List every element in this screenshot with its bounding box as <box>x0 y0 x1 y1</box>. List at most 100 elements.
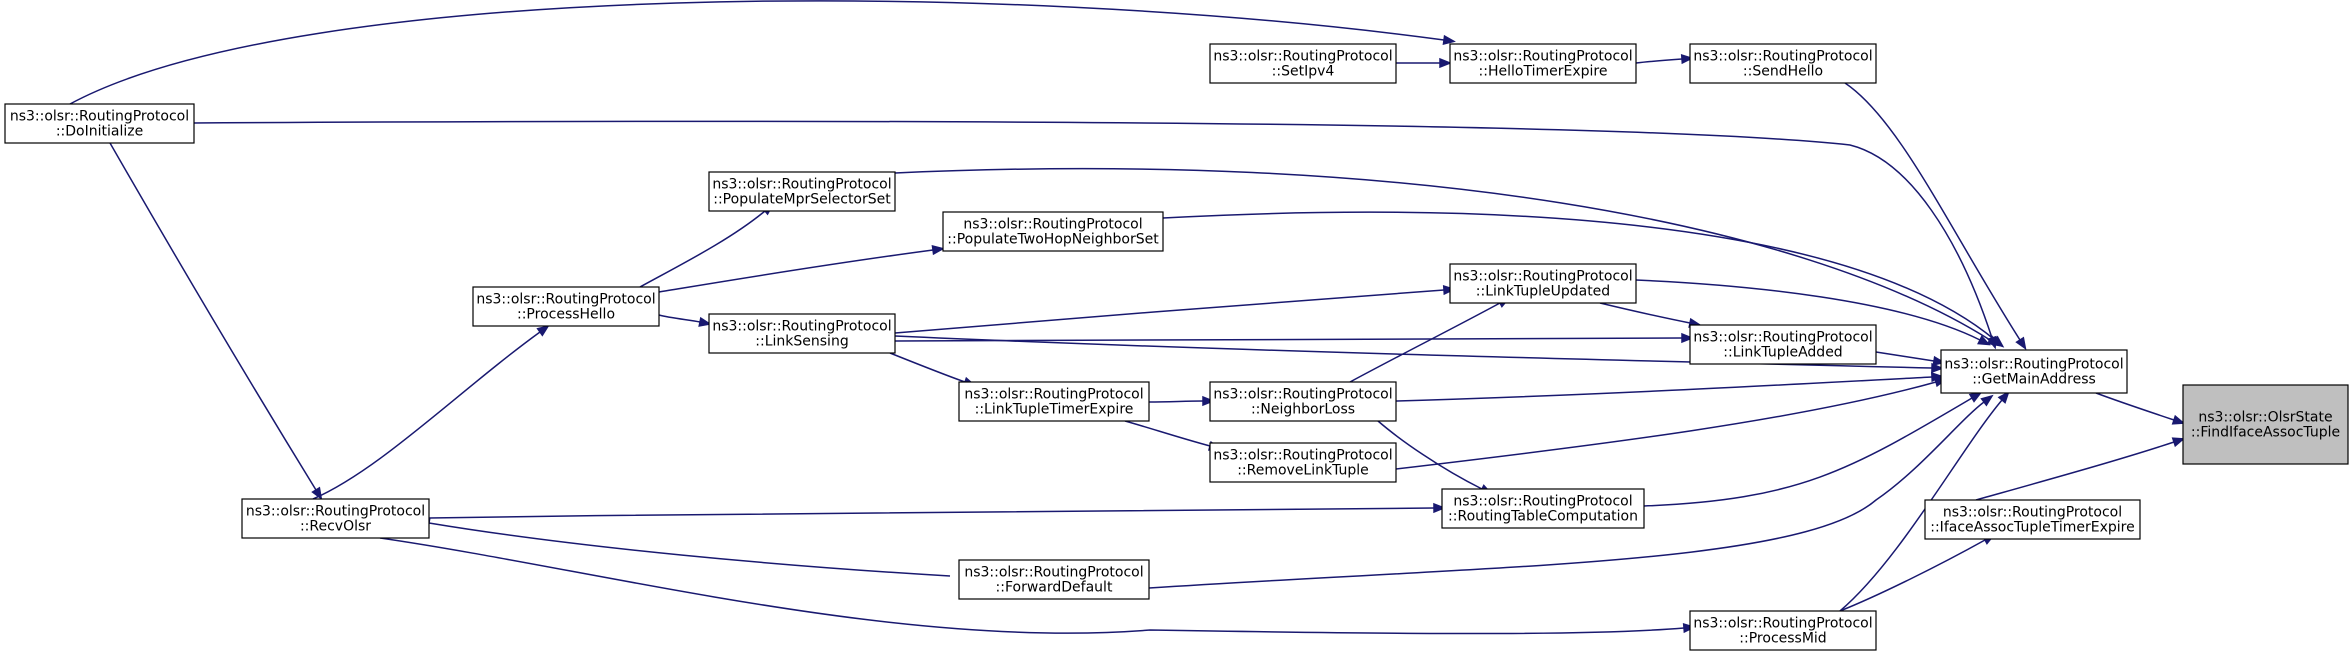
edge-line <box>1635 58 1683 64</box>
node-find-iface-assoc-tuple[interactable]: ns3::olsr::OlsrState::FindIfaceAssocTupl… <box>2182 384 2349 465</box>
edge-arrowhead <box>2015 336 2027 351</box>
node-populate-mpr-selector-set[interactable]: ns3::olsr::RoutingProtocol::PopulateMprS… <box>708 171 896 212</box>
node-box <box>472 286 660 327</box>
edge-neighbor_loss-to-link_tuple_updated <box>894 284 1456 334</box>
node-box <box>2182 384 2349 465</box>
node-set-ipv4[interactable]: ns3::olsr::RoutingProtocol::SetIpv4 <box>1209 43 1397 84</box>
edge-arrowhead <box>1442 34 1456 45</box>
edge-arrowhead <box>311 486 323 501</box>
node-hello-timer-expire[interactable]: ns3::olsr::RoutingProtocol::HelloTimerEx… <box>1449 43 1637 84</box>
node-method-label: ::ProcessMid <box>1739 631 1826 647</box>
node-box <box>958 559 1150 600</box>
node-method-label: ::SetIpv4 <box>1272 64 1335 80</box>
edge-process_mid-to-iface_assoc_tuple_timer_expire <box>1839 534 1996 612</box>
node-neighbor-loss[interactable]: ns3::olsr::RoutingProtocol::NeighborLoss <box>1209 381 1397 422</box>
edge-arrowhead <box>1968 391 1983 403</box>
edge-arrowhead <box>1202 395 1216 407</box>
edge-line <box>1975 441 2175 501</box>
edge-arrowhead <box>1681 332 1695 344</box>
node-method-label: ::PopulateTwoHopNeighborSet <box>947 232 1159 248</box>
node-namespace-label: ns3::olsr::RoutingProtocol <box>1693 49 1872 65</box>
node-method-label: ::LinkTupleAdded <box>1723 345 1842 361</box>
edge-arrowhead <box>1439 57 1453 69</box>
node-box <box>958 381 1150 422</box>
node-namespace-label: ns3::olsr::RoutingProtocol <box>1944 357 2123 373</box>
node-box <box>1689 43 1877 84</box>
edge-line <box>109 142 317 491</box>
edge-recv_olsr-to-routing_table_computation <box>428 502 1447 519</box>
node-recv-olsr[interactable]: ns3::olsr::RoutingProtocol::RecvOlsr <box>241 498 430 539</box>
edge-do_initialize-to-hello_timer_expire <box>69 0 1456 105</box>
edge-line <box>894 337 1683 342</box>
node-method-label: ::LinkTupleTimerExpire <box>975 402 1134 418</box>
node-method-label: ::RoutingTableComputation <box>1448 509 1638 525</box>
node-method-label: ::IfaceAssocTupleTimerExpire <box>1930 520 2134 536</box>
node-namespace-label: ns3::olsr::RoutingProtocol <box>1213 387 1392 403</box>
edge-line <box>1377 420 1483 490</box>
node-link-sensing[interactable]: ns3::olsr::RoutingProtocol::LinkSensing <box>708 313 896 354</box>
edge-arrowhead <box>2171 437 2186 448</box>
edges-layer <box>69 0 2186 635</box>
node-method-label: ::ForwardDefault <box>996 580 1113 596</box>
node-do-initialize[interactable]: ns3::olsr::RoutingProtocol::DoInitialize <box>4 103 195 144</box>
node-box <box>4 103 195 144</box>
node-namespace-label: ns3::olsr::RoutingProtocol <box>1453 269 1632 285</box>
node-box <box>708 171 896 212</box>
node-namespace-label: ns3::olsr::RoutingProtocol <box>1693 616 1872 632</box>
edge-line <box>1839 539 1986 612</box>
edge-link_sensing-to-link_tuple_updated <box>1635 279 1991 346</box>
edge-line <box>1162 211 1996 341</box>
edge-routing_table_computation-to-get_main_address <box>1643 391 1983 507</box>
node-box <box>241 498 430 539</box>
edge-arrowhead <box>1997 390 2010 404</box>
edge-line <box>1349 302 1501 383</box>
node-method-label: ::NeighborLoss <box>1251 402 1355 418</box>
node-process-hello[interactable]: ns3::olsr::RoutingProtocol::ProcessHello <box>472 286 660 327</box>
edge-line <box>1148 401 1985 589</box>
node-send-hello[interactable]: ns3::olsr::RoutingProtocol::SendHello <box>1689 43 1877 84</box>
node-namespace-label: ns3::olsr::RoutingProtocol <box>1943 505 2122 521</box>
node-method-label: ::LinkSensing <box>755 334 848 350</box>
node-namespace-label: ns3::olsr::RoutingProtocol <box>963 217 1142 233</box>
node-box <box>1449 43 1637 84</box>
node-process-mid[interactable]: ns3::olsr::RoutingProtocol::ProcessMid <box>1689 610 1877 651</box>
node-method-label: ::HelloTimerExpire <box>1479 64 1608 80</box>
node-remove-link-tuple[interactable]: ns3::olsr::RoutingProtocol::RemoveLinkTu… <box>1209 442 1397 483</box>
node-iface-assoc-tuple-timer-expire[interactable]: ns3::olsr::RoutingProtocol::IfaceAssocTu… <box>1924 499 2141 540</box>
node-method-label: ::RecvOlsr <box>300 519 371 535</box>
edge-line <box>894 289 1445 334</box>
edge-line <box>1148 400 1204 403</box>
node-box <box>1209 442 1397 483</box>
node-get-main-address[interactable]: ns3::olsr::RoutingProtocol::GetMainAddre… <box>1940 349 2128 394</box>
edge-line <box>312 331 541 500</box>
node-forward-default[interactable]: ns3::olsr::RoutingProtocol::ForwardDefau… <box>958 559 1150 600</box>
edge-line <box>1635 279 1981 341</box>
node-box <box>1689 610 1877 651</box>
edge-link_sensing-to-get_main_address <box>1844 82 2027 351</box>
edge-recv_olsr-to-process_mid <box>379 537 1696 635</box>
nodes-layer: ns3::olsr::OlsrState::FindIfaceAssocTupl… <box>4 43 2349 651</box>
node-method-label: ::LinkTupleUpdated <box>1476 284 1610 300</box>
node-box <box>708 313 896 354</box>
edge-forward_default-to-get_main_address <box>1148 394 1994 589</box>
edge-get_main_address-to-find_iface_assoc_tuple <box>2095 392 2186 425</box>
edge-line <box>658 249 934 293</box>
node-link-tuple-updated[interactable]: ns3::olsr::RoutingProtocol::LinkTupleUpd… <box>1449 263 1637 304</box>
node-namespace-label: ns3::olsr::RoutingProtocol <box>712 177 891 193</box>
edge-link_tuple_timer_expire-to-remove_link_tuple <box>889 352 977 387</box>
edge-send_hello-to-get_main_address <box>658 245 945 293</box>
edge-line <box>1599 302 1691 324</box>
edge-line <box>1875 351 1935 362</box>
edge-recv_olsr-to-forward_default <box>417 518 951 577</box>
node-routing-table-computation[interactable]: ns3::olsr::RoutingProtocol::RoutingTable… <box>1441 488 1645 529</box>
edge-populate_two_hop_neighbor_set-to-get_main_address <box>639 203 775 288</box>
node-box <box>1209 381 1397 422</box>
node-link-tuple-added[interactable]: ns3::olsr::RoutingProtocol::LinkTupleAdd… <box>1689 324 1877 365</box>
edge-line <box>639 210 766 288</box>
node-namespace-label: ns3::olsr::RoutingProtocol <box>246 504 425 520</box>
edge-arrowhead <box>536 324 550 337</box>
node-populate-two-hop-neighbor-set[interactable]: ns3::olsr::RoutingProtocol::PopulateTwoH… <box>942 211 1164 252</box>
node-link-tuple-timer-expire[interactable]: ns3::olsr::RoutingProtocol::LinkTupleTim… <box>958 381 1150 422</box>
edge-line <box>1395 381 1937 470</box>
edge-link_tuple_timer_expire-to-neighbor_loss <box>1395 371 1945 402</box>
